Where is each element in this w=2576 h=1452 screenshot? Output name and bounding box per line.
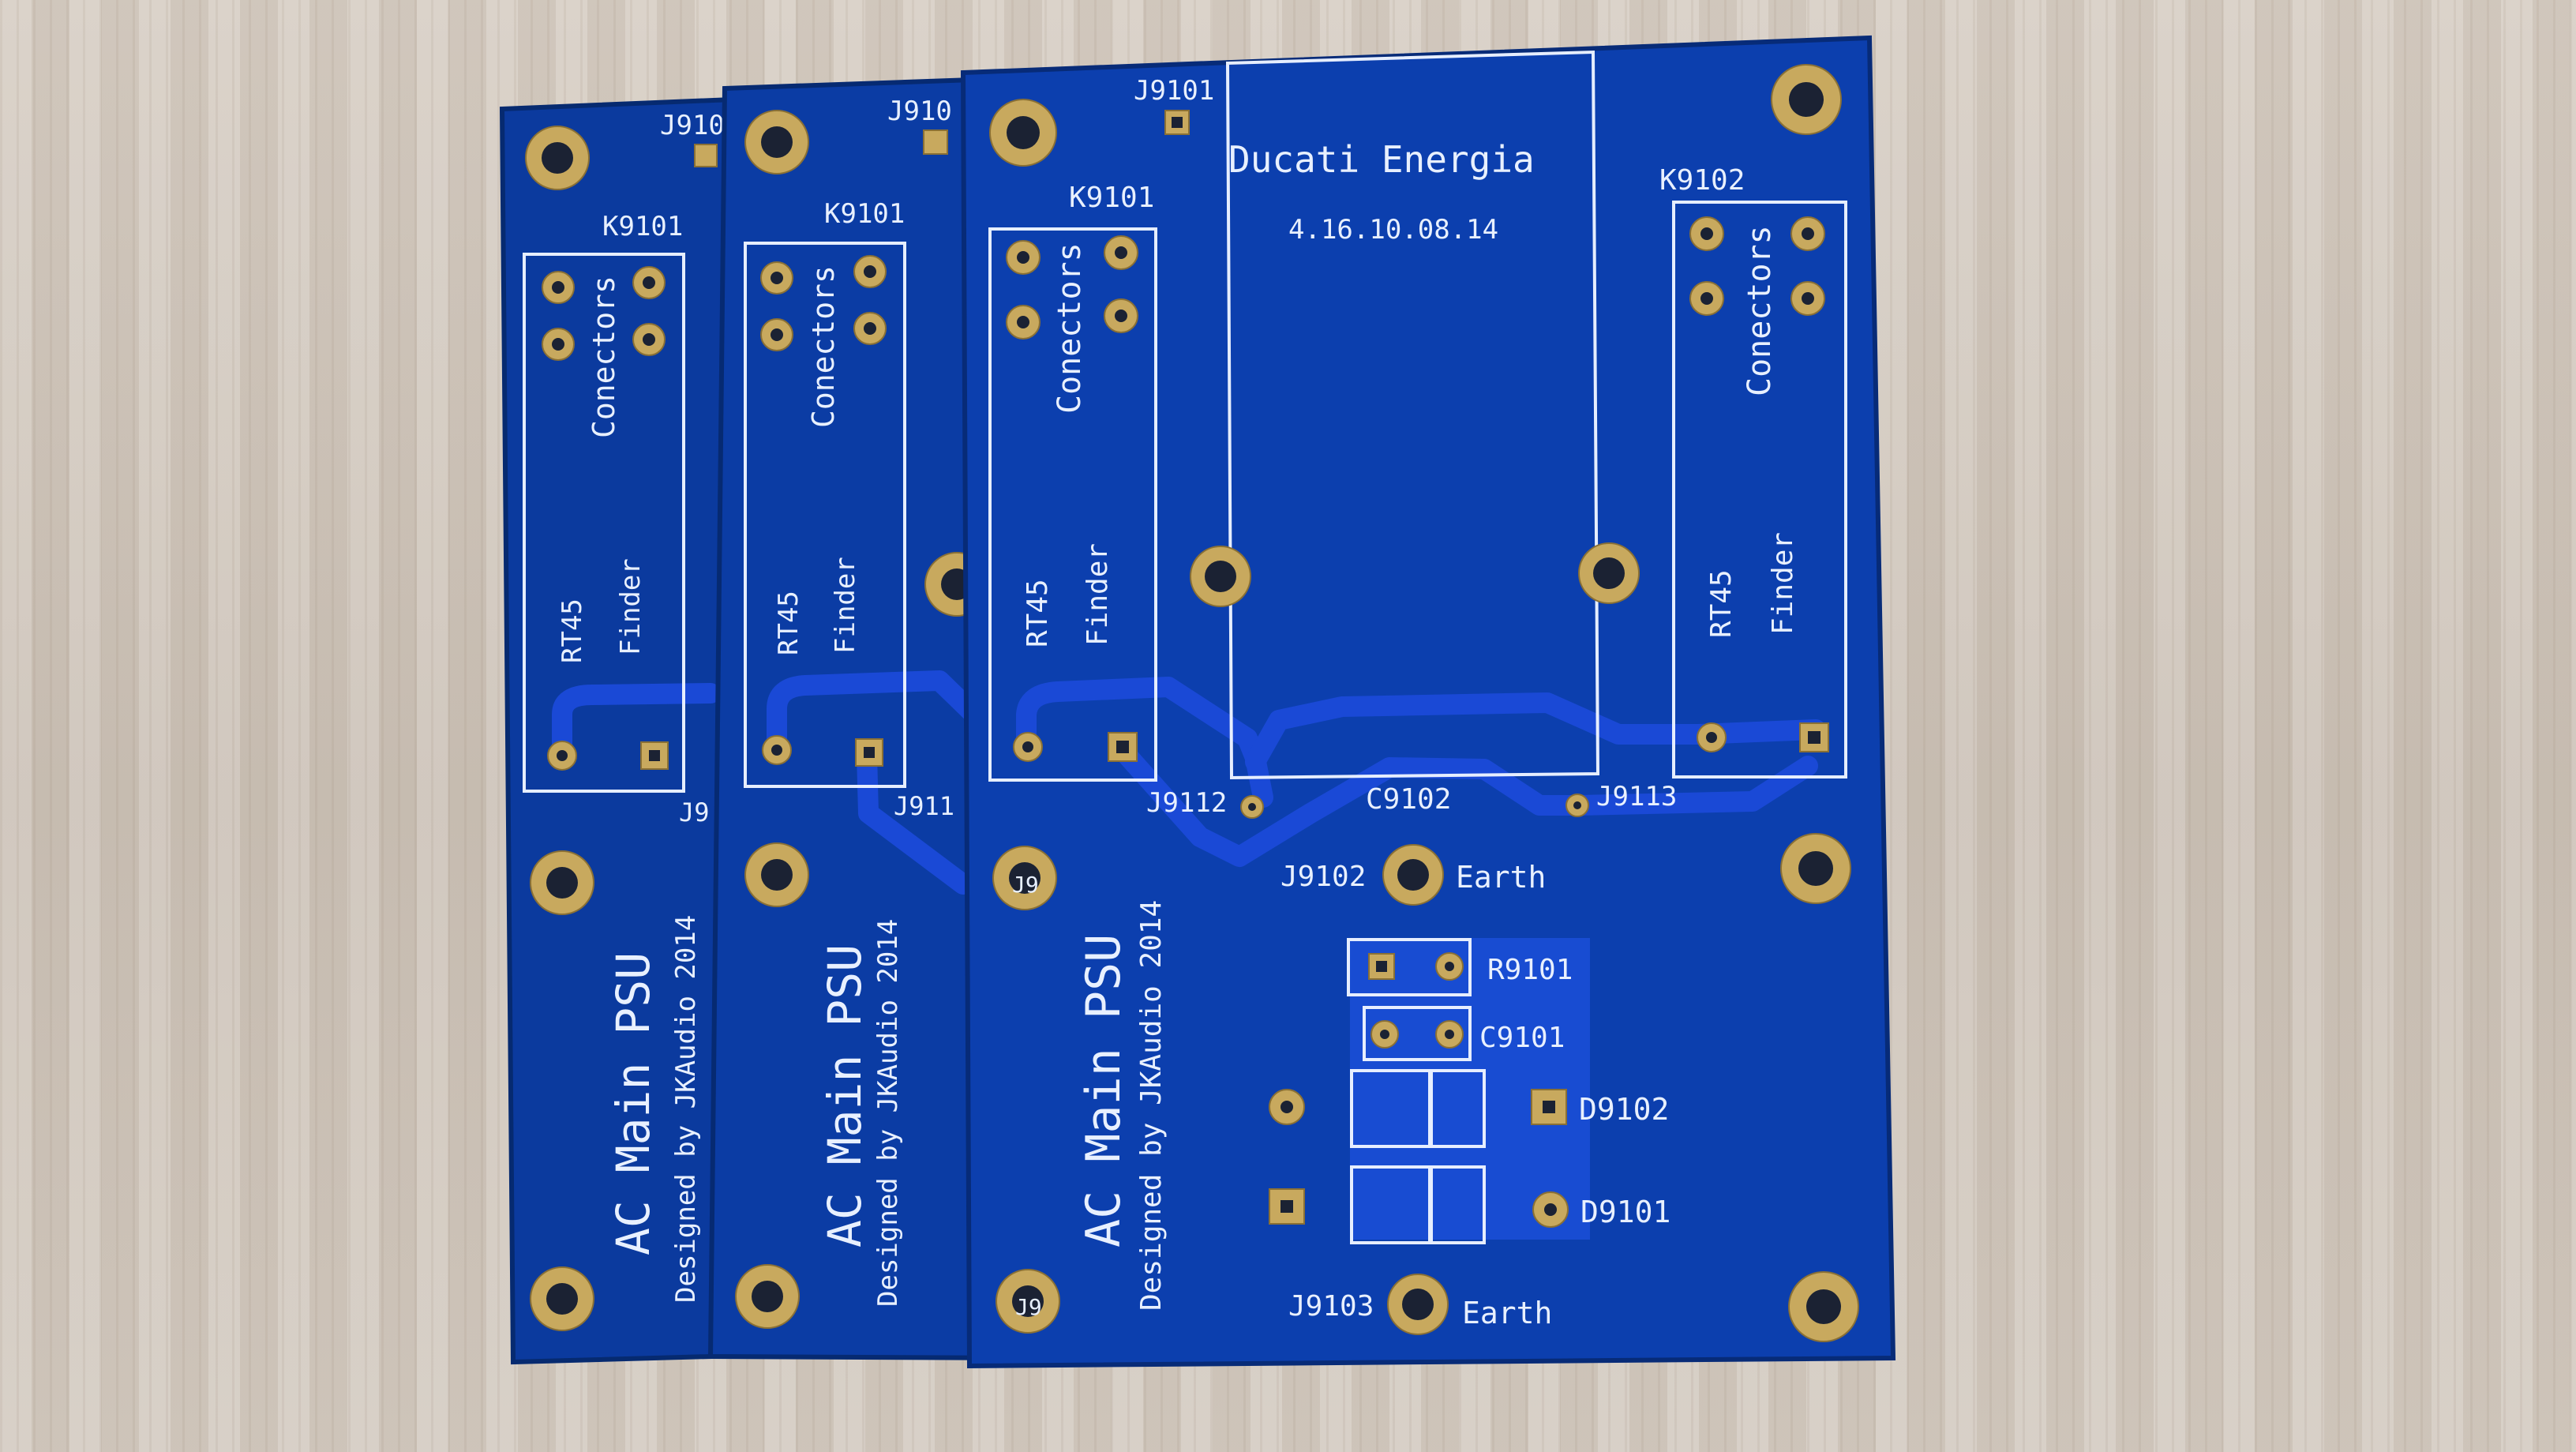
transformer-outline bbox=[1225, 50, 1600, 780]
copper-trace bbox=[1111, 738, 1589, 867]
ref-jumper: J910 bbox=[660, 110, 725, 141]
d9101-outline bbox=[1350, 1165, 1486, 1244]
label-earth: Earth bbox=[1456, 860, 1546, 895]
ref-connector: J911 bbox=[894, 791, 954, 821]
label-conectors: Conectors bbox=[1052, 242, 1088, 414]
label-rt45: RT45 bbox=[1705, 569, 1738, 638]
ref-k9102: K9102 bbox=[1659, 164, 1745, 197]
board-title: AC Main PSU bbox=[606, 952, 660, 1255]
c9101-outline bbox=[1363, 1006, 1472, 1061]
ref-j9102: J9102 bbox=[1281, 861, 1366, 893]
copper-trace bbox=[767, 670, 1005, 759]
designer-credit: Designed by JKAudio 2014 bbox=[1135, 900, 1168, 1311]
ref-d9101: D9101 bbox=[1580, 1195, 1670, 1229]
copper-trace bbox=[552, 683, 721, 764]
label-conectors: Conectors bbox=[1742, 225, 1778, 396]
ref-jumper: J910 bbox=[887, 96, 952, 127]
ref-j9112: J9112 bbox=[1146, 787, 1227, 819]
label-finder: Finder bbox=[615, 558, 647, 655]
label-rt45: RT45 bbox=[1022, 579, 1054, 647]
pcb-board-front: J9101 Ducati Energia 4.16.10.08.14 K9101… bbox=[960, 35, 1896, 1369]
relay-outline-k9101 bbox=[988, 227, 1157, 782]
label-conectors: Conectors bbox=[806, 265, 841, 428]
pcb-board-middle: J910 K9101 Conectors RT45 Finder J911 AC… bbox=[707, 75, 1032, 1361]
label-rt45: RT45 bbox=[557, 598, 588, 663]
d9102-outline bbox=[1350, 1069, 1486, 1148]
brand-label: Ducati Energia bbox=[1228, 138, 1535, 181]
ref-r9101: R9101 bbox=[1487, 954, 1573, 986]
part-number: 4.16.10.08.14 bbox=[1288, 214, 1498, 246]
r9101-outline bbox=[1347, 938, 1472, 996]
ref-c9102: C9102 bbox=[1366, 783, 1451, 816]
label-rt45: RT45 bbox=[773, 591, 804, 655]
ref-relay: K9101 bbox=[602, 211, 683, 242]
copper-pour bbox=[1350, 938, 1590, 1240]
ref-j9-a: J9 bbox=[1012, 872, 1039, 898]
ref-connector: J9 bbox=[679, 797, 710, 827]
jumper-pad bbox=[694, 144, 718, 167]
label-finder: Finder bbox=[830, 557, 861, 654]
relay-outline bbox=[744, 242, 906, 788]
ref-j9103: J9103 bbox=[1288, 1290, 1374, 1323]
relay-outline-k9102 bbox=[1672, 201, 1847, 779]
ref-k9101: K9101 bbox=[1069, 182, 1154, 214]
ref-relay: K9101 bbox=[824, 198, 905, 230]
label-earth: Earth bbox=[1462, 1296, 1552, 1330]
label-finder: Finder bbox=[1082, 543, 1114, 646]
designer-credit: Designed by JKAudio 2014 bbox=[670, 915, 702, 1303]
board-title: AC Main PSU bbox=[818, 944, 872, 1248]
label-finder: Finder bbox=[1767, 532, 1799, 635]
ref-j9-b: J9 bbox=[1015, 1294, 1042, 1320]
ref-j9113: J9113 bbox=[1596, 781, 1677, 812]
designer-credit: Designed by JKAudio 2014 bbox=[872, 919, 904, 1307]
board-title: AC Main PSU bbox=[1076, 934, 1131, 1248]
copper-trace bbox=[1016, 677, 1273, 808]
copper-trace bbox=[857, 744, 973, 895]
ref-c9101: C9101 bbox=[1479, 1022, 1565, 1054]
relay-outline bbox=[523, 253, 685, 793]
ref-d9102: D9102 bbox=[1579, 1092, 1669, 1127]
ref-j9101: J9101 bbox=[1134, 75, 1214, 107]
label-conectors: Conectors bbox=[587, 276, 621, 438]
